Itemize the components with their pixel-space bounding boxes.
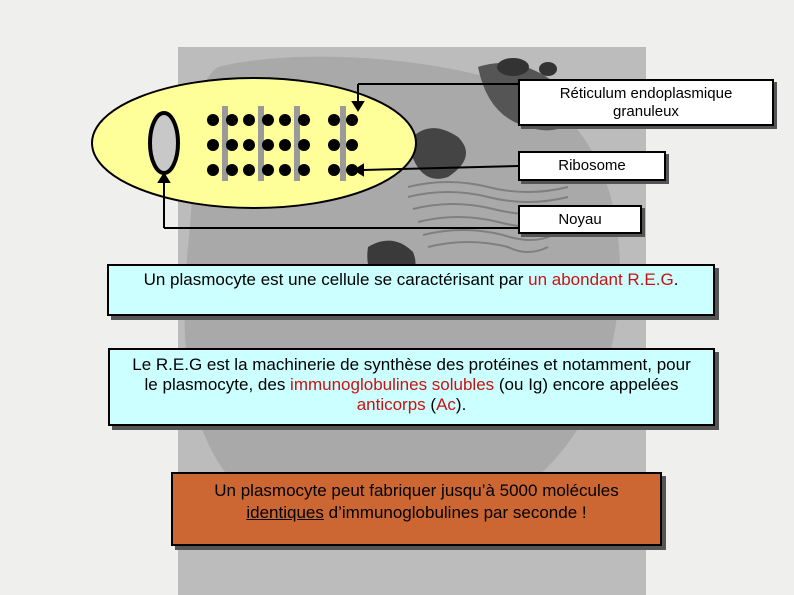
box3-text-a: Un plasmocyte peut fabriquer jusqu’à 500… (214, 481, 619, 500)
ribosomes (207, 114, 358, 176)
info-box-1: Un plasmocyte est une cellule se caracté… (107, 264, 715, 316)
info-box-2: Le R.E.G est la machinerie de synthèse d… (108, 348, 715, 426)
label-reg: Réticulum endoplasmique granuleux (518, 79, 774, 126)
label-reg-line2: granuleux (613, 103, 679, 120)
box2-immunoglobulines: immunoglobulines solubles (290, 375, 495, 394)
box2-text-c: ( (425, 395, 437, 414)
label-ribosome: Ribosome (518, 151, 666, 181)
box1-text-a: Un plasmocyte est une cellule se caracté… (143, 270, 529, 289)
label-reg-line1: Réticulum endoplasmique (559, 85, 733, 102)
box1-text-b: . (673, 270, 679, 289)
label-noyau: Noyau (518, 205, 642, 234)
box2-text-a: Le R.E.G est la machinerie de synthèse d… (132, 355, 691, 394)
nucleus-shape (148, 111, 180, 175)
box2-text-d: ). (455, 395, 467, 414)
box2-text-b: (ou Ig) encore appelées (494, 375, 679, 394)
label-ribosome-text: Ribosome (558, 157, 626, 174)
reg-strands (222, 106, 346, 181)
box1-highlight: un abondant R.E.G (528, 270, 674, 289)
box3-identiques: identiques (246, 503, 324, 522)
box3-text-b: d’immunoglobulines par seconde ! (323, 503, 587, 522)
box2-anticorps: anticorps (356, 395, 426, 414)
box2-ac: Ac (436, 395, 456, 414)
info-box-3: Un plasmocyte peut fabriquer jusqu’à 500… (171, 472, 662, 546)
label-noyau-text: Noyau (558, 211, 602, 228)
connector-arrows (157, 83, 519, 229)
